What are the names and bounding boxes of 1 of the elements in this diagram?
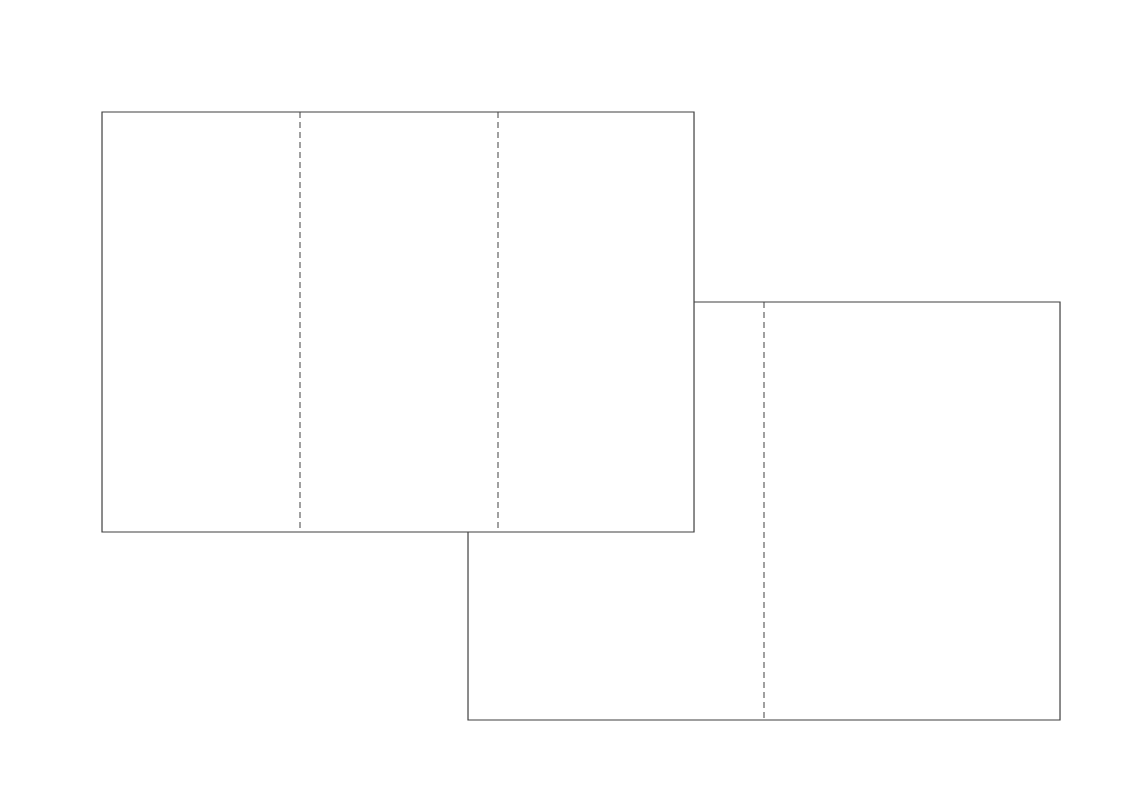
folded-sheet (101, 111, 695, 533)
